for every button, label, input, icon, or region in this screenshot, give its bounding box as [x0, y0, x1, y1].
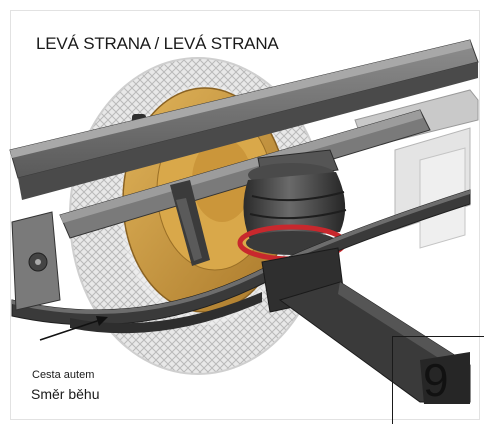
chassis-rail	[9, 39, 479, 239]
air-spring	[237, 149, 347, 262]
shock-absorber	[170, 180, 210, 266]
page-number: 9	[423, 354, 449, 406]
extension-bar	[261, 247, 471, 404]
direction-arrow-icon	[39, 316, 108, 341]
page-frame	[10, 10, 480, 420]
direction-caption-small: Cesta autem	[32, 369, 95, 381]
spring-hanger	[11, 211, 61, 311]
leaf-spring	[11, 189, 471, 334]
page-number-box	[392, 336, 484, 424]
direction-caption: Směr běhu	[31, 386, 100, 402]
page-title: LEVÁ STRANA / LEVÁ STRANA	[36, 34, 279, 53]
